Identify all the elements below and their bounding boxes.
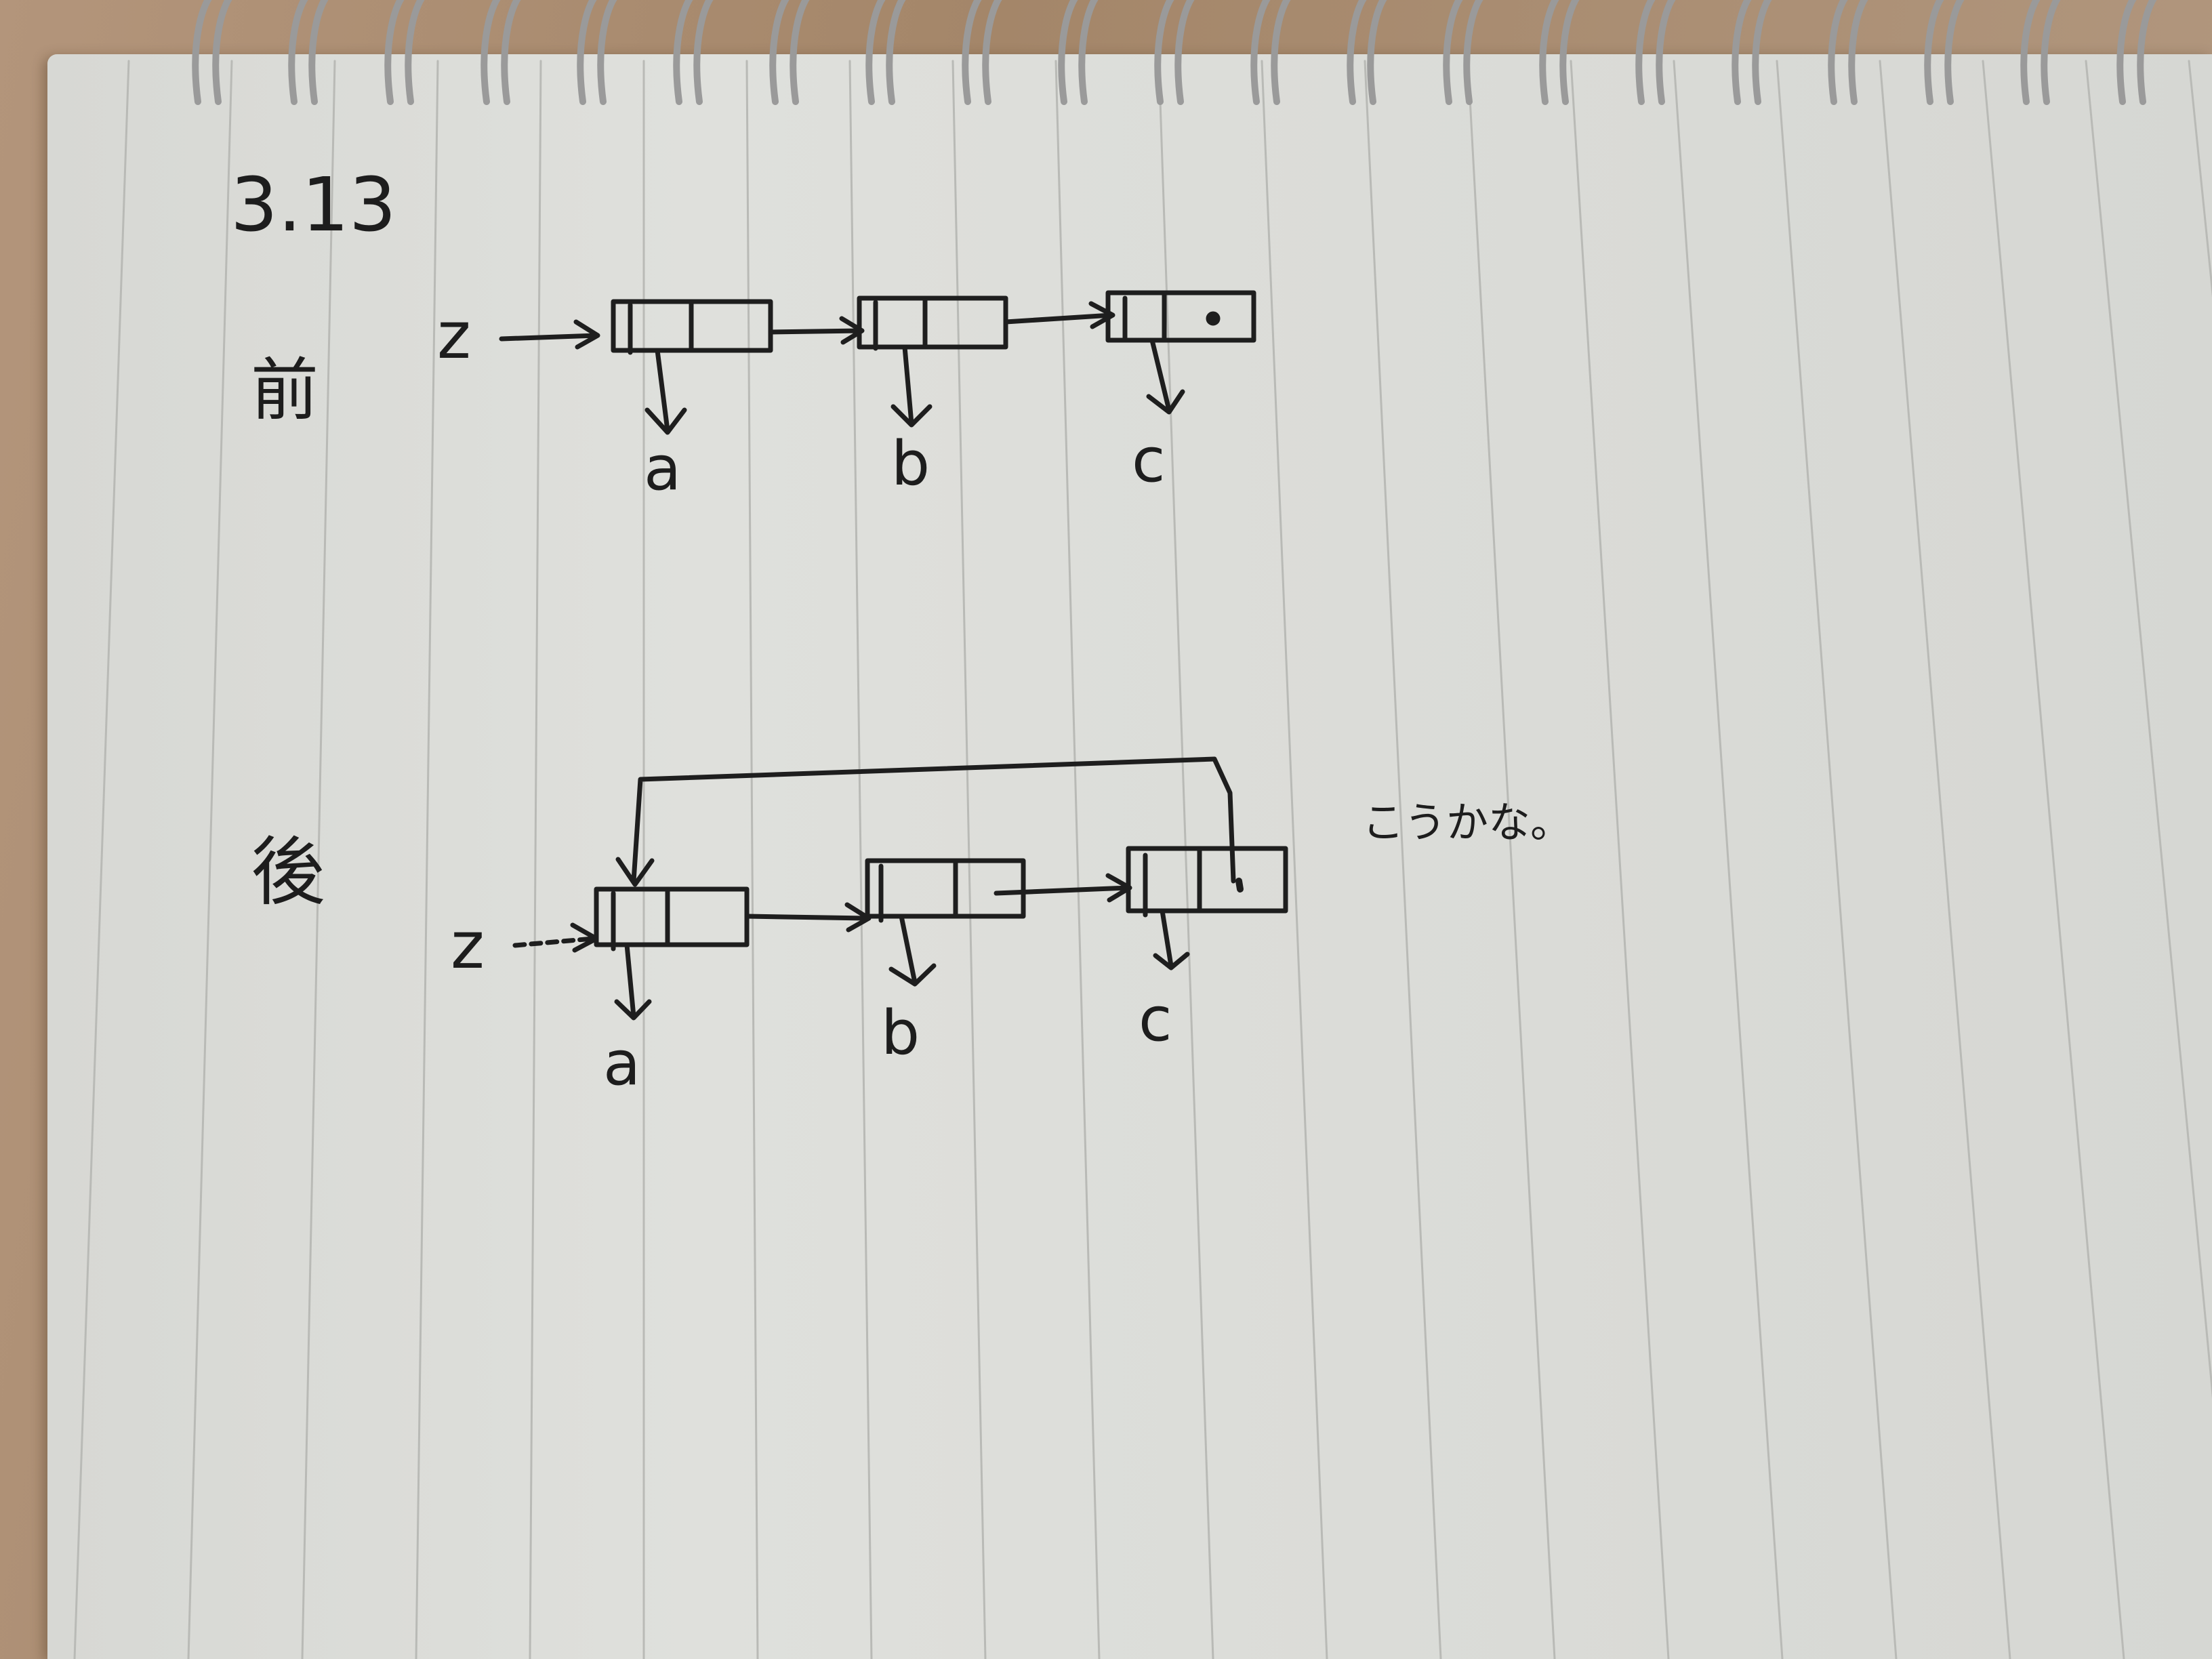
ruled-line — [2085, 60, 2212, 1399]
before-car-c — [1146, 337, 1185, 415]
ruled-line — [1982, 60, 2125, 1659]
ruled-line — [2188, 60, 2212, 298]
after-car-b — [888, 914, 937, 987]
spiral-ring — [865, 0, 906, 105]
spiral-ring — [673, 0, 714, 105]
ruled-line — [529, 60, 542, 1659]
ruled-line — [1467, 60, 1556, 1659]
before-link-2 — [1003, 301, 1115, 329]
after-head-label: z — [451, 909, 485, 983]
after-cell-a — [594, 886, 750, 947]
after-link-2 — [994, 873, 1132, 903]
after-element-a: a — [603, 1028, 640, 1099]
after-cell-b — [865, 858, 1026, 919]
ruled-line — [1879, 60, 2011, 1659]
spiral-ring — [769, 0, 810, 105]
spiral-binding — [192, 0, 2157, 105]
ruled-line — [1158, 60, 1214, 1659]
spiral-ring — [1732, 0, 1772, 105]
spiral-ring — [480, 0, 521, 105]
spiral-ring — [577, 0, 617, 105]
ruled-line — [1261, 60, 1328, 1659]
after-diagram — [512, 756, 1288, 1021]
ruled-line — [415, 60, 439, 1659]
before-nil-dot — [1206, 311, 1221, 326]
before-link-1 — [768, 316, 865, 345]
after-cycle-link — [615, 756, 1236, 887]
problem-number: 3.13 — [230, 161, 396, 248]
spiral-ring — [2116, 0, 2157, 105]
spiral-ring — [288, 0, 329, 105]
after-cell-c — [1126, 846, 1288, 914]
ruled-line — [1364, 60, 1442, 1659]
spiral-ring — [1828, 0, 1868, 105]
ruled-line — [1673, 60, 1784, 1659]
after-element-c: c — [1139, 984, 1172, 1055]
after-head-arrow — [512, 936, 596, 948]
before-head-arrow — [499, 319, 600, 350]
spiral-ring — [192, 0, 232, 105]
before-cell-c — [1105, 290, 1256, 343]
after-car-a — [614, 942, 652, 1021]
spiral-ring — [1347, 0, 1387, 105]
ruled-line — [745, 60, 759, 1659]
remark-text: こうかな。 — [1362, 798, 1572, 847]
spiral-ring — [2020, 0, 2061, 105]
before-element-c: c — [1132, 425, 1165, 496]
spiral-ring — [384, 0, 425, 105]
before-element-b: b — [891, 428, 930, 499]
after-car-c — [1153, 908, 1190, 970]
spiral-ring — [1250, 0, 1291, 105]
before-element-a: a — [644, 433, 681, 504]
spiral-ring — [1154, 0, 1195, 105]
spiral-ring — [1635, 0, 1676, 105]
ruled-line — [73, 60, 130, 1659]
spiral-ring — [1058, 0, 1099, 105]
spiral-ring — [962, 0, 1002, 105]
before-diagram — [499, 290, 1256, 435]
ruled-lines — [73, 60, 2212, 1659]
ruled-line — [1570, 60, 1670, 1659]
before-car-a — [644, 348, 687, 435]
ruled-line — [301, 60, 336, 1659]
after-element-b: b — [881, 998, 920, 1069]
ruled-line — [1776, 60, 1898, 1659]
ruled-line — [187, 60, 233, 1659]
before-label: 前 — [251, 350, 319, 430]
after-link-1 — [744, 902, 872, 933]
spiral-ring — [1443, 0, 1483, 105]
before-cell-b — [857, 295, 1008, 350]
before-car-b — [890, 344, 933, 428]
before-head-label: z — [437, 299, 471, 373]
after-label: 後 — [251, 829, 325, 916]
ruled-line — [1054, 60, 1101, 1659]
spiral-ring — [1924, 0, 1965, 105]
spiral-ring — [1539, 0, 1580, 105]
